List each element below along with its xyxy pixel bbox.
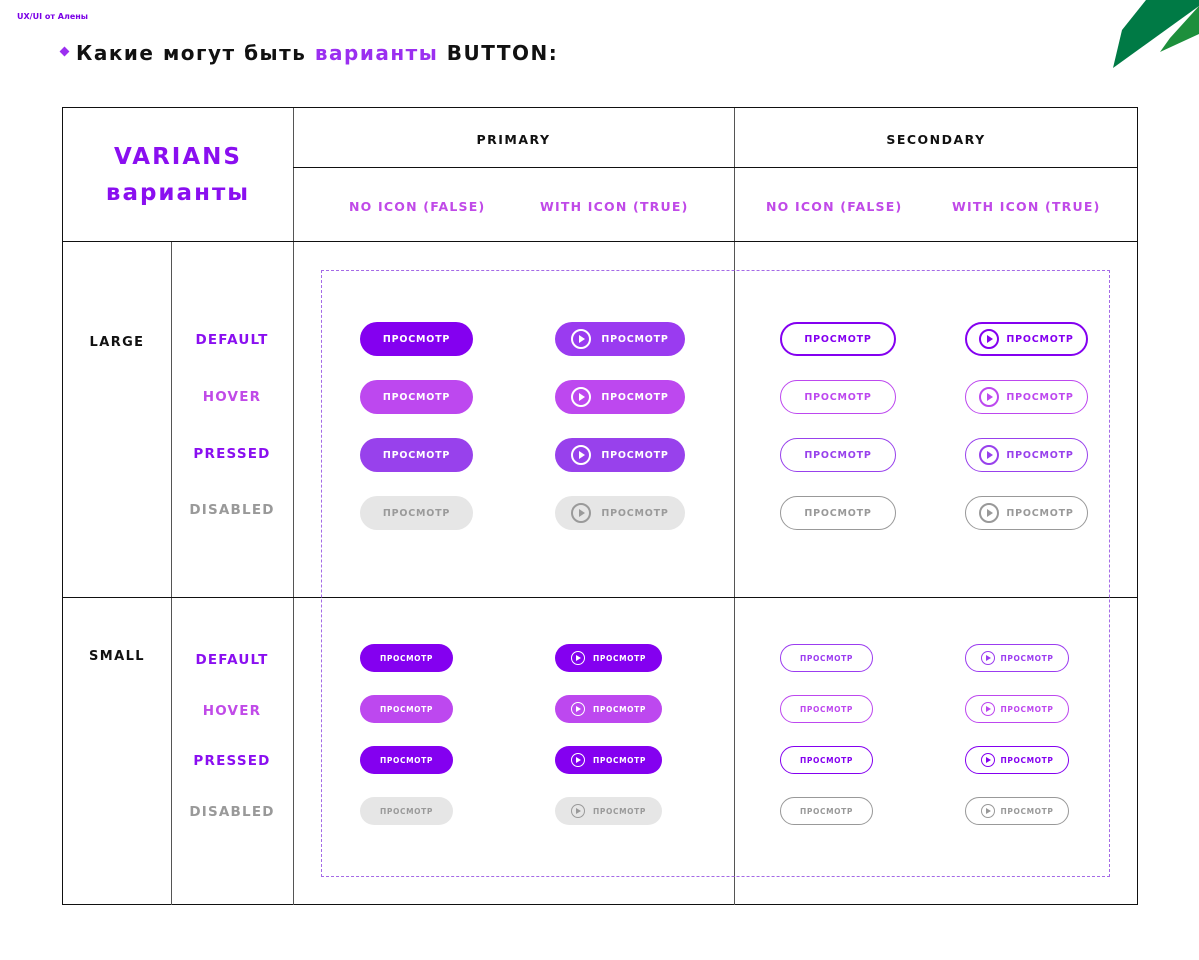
button-large-primary-pressed[interactable]: ПРОСМОТР <box>360 438 473 472</box>
primary-with-icon-header: WITH ICON (TRUE) <box>540 199 689 214</box>
button-large-secondary-pressed[interactable]: ПРОСМОТР <box>780 438 896 472</box>
play-circle-icon <box>980 651 995 665</box>
button-small-secondary-icon-hover[interactable]: ПРОСМОТР <box>965 695 1069 723</box>
diamond-bullet-icon <box>59 46 70 57</box>
button-small-secondary-default[interactable]: ПРОСМОТР <box>780 644 873 672</box>
variants-table: VARIANS варианты PRIMARY SECONDARY NO IC… <box>62 107 1138 905</box>
state-hover-small: HOVER <box>202 703 262 719</box>
primary-no-icon-header: NO ICON (FALSE) <box>349 199 486 214</box>
play-circle-icon <box>979 329 1000 349</box>
button-small-secondary-disabled: ПРОСМОТР <box>780 797 873 825</box>
play-circle-icon <box>571 387 592 407</box>
button-large-secondary-icon-hover[interactable]: ПРОСМОТР <box>965 380 1088 414</box>
play-circle-icon <box>979 387 1000 407</box>
button-small-secondary-icon-disabled: ПРОСМОТР <box>965 797 1069 825</box>
page-title: Какие могут быть варианты BUTTON: <box>59 41 558 65</box>
button-large-primary-default[interactable]: ПРОСМОТР <box>360 322 473 356</box>
button-large-primary-icon-default[interactable]: ПРОСМОТР <box>555 322 685 356</box>
corner-decoration <box>1113 0 1199 68</box>
button-large-primary-disabled: ПРОСМОТР <box>360 496 473 530</box>
state-default-small: DEFAULT <box>195 652 269 668</box>
play-circle-icon <box>980 702 995 716</box>
button-large-secondary-icon-default[interactable]: ПРОСМОТР <box>965 322 1088 356</box>
state-pressed-large: PRESSED <box>193 446 271 462</box>
play-circle-icon <box>571 651 586 665</box>
play-circle-icon <box>571 702 586 716</box>
primary-header: PRIMARY <box>476 132 551 147</box>
play-circle-icon <box>571 804 586 818</box>
secondary-header: SECONDARY <box>886 132 986 147</box>
button-large-secondary-icon-pressed[interactable]: ПРОСМОТР <box>965 438 1088 472</box>
play-circle-icon <box>979 445 1000 465</box>
play-circle-icon <box>571 753 586 767</box>
play-circle-icon <box>979 503 1000 523</box>
secondary-with-icon-header: WITH ICON (TRUE) <box>952 199 1101 214</box>
button-small-secondary-pressed[interactable]: ПРОСМОТР <box>780 746 873 774</box>
button-large-secondary-default[interactable]: ПРОСМОТР <box>780 322 896 356</box>
play-circle-icon <box>571 445 592 465</box>
state-disabled-small: DISABLED <box>189 804 275 820</box>
button-large-secondary-disabled: ПРОСМОТР <box>780 496 896 530</box>
state-hover-large: HOVER <box>202 389 262 405</box>
varians-title: VARIANS <box>114 144 242 170</box>
button-large-secondary-hover[interactable]: ПРОСМОТР <box>780 380 896 414</box>
state-default-large: DEFAULT <box>195 332 269 348</box>
button-small-primary-default[interactable]: ПРОСМОТР <box>360 644 453 672</box>
state-pressed-small: PRESSED <box>193 753 271 769</box>
component-set-frame <box>321 270 1110 877</box>
button-small-primary-icon-pressed[interactable]: ПРОСМОТР <box>555 746 662 774</box>
button-large-primary-hover[interactable]: ПРОСМОТР <box>360 380 473 414</box>
brand-label: UX/UI от Алены <box>17 12 88 21</box>
button-large-secondary-icon-disabled: ПРОСМОТР <box>965 496 1088 530</box>
play-circle-icon <box>980 804 995 818</box>
button-small-primary-icon-disabled: ПРОСМОТР <box>555 797 662 825</box>
play-circle-icon <box>571 329 592 349</box>
button-large-primary-icon-pressed[interactable]: ПРОСМОТР <box>555 438 685 472</box>
size-large-label: LARGE <box>89 335 145 350</box>
play-circle-icon <box>571 503 592 523</box>
button-small-secondary-icon-pressed[interactable]: ПРОСМОТР <box>965 746 1069 774</box>
button-small-primary-hover[interactable]: ПРОСМОТР <box>360 695 453 723</box>
variants-title-ru: варианты <box>105 180 251 206</box>
state-disabled-large: DISABLED <box>189 502 275 518</box>
button-small-secondary-hover[interactable]: ПРОСМОТР <box>780 695 873 723</box>
button-small-primary-pressed[interactable]: ПРОСМОТР <box>360 746 453 774</box>
button-small-secondary-icon-default[interactable]: ПРОСМОТР <box>965 644 1069 672</box>
play-circle-icon <box>980 753 995 767</box>
button-small-primary-disabled: ПРОСМОТР <box>360 797 453 825</box>
size-small-label: SMALL <box>89 649 145 664</box>
button-large-primary-icon-disabled: ПРОСМОТР <box>555 496 685 530</box>
button-large-primary-icon-hover[interactable]: ПРОСМОТР <box>555 380 685 414</box>
secondary-no-icon-header: NO ICON (FALSE) <box>766 199 903 214</box>
button-small-primary-icon-hover[interactable]: ПРОСМОТР <box>555 695 662 723</box>
button-small-primary-icon-default[interactable]: ПРОСМОТР <box>555 644 662 672</box>
